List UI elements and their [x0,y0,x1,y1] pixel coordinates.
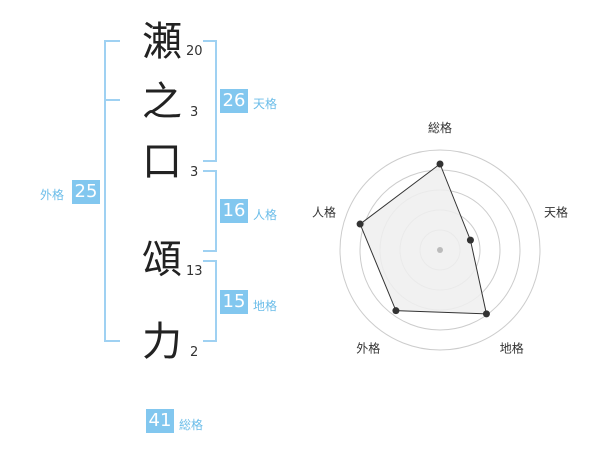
stroke-count-4: 13 [186,264,203,279]
tenkaku-score-box: 26 [220,89,248,113]
jinkaku-bracket [203,170,217,252]
tenkaku-label: 天格 [253,97,278,111]
radar-center [437,247,443,253]
radar-point-1 [466,236,474,244]
kanji-5: 力 [142,319,182,365]
radar-point-4 [356,220,364,228]
radar-axis-label-4: 人格 [312,204,336,219]
kanji-3: 口 [142,139,182,185]
radar-ring-5 [339,149,541,351]
jinkaku-score-box: 16 [220,199,248,223]
radar-point-3 [392,307,400,315]
gaikaku-bracket-tick [104,99,120,101]
radar-axis-label-1: 天格 [544,204,568,219]
kanji-2: 之 [142,79,182,125]
radar-point-2 [482,310,490,318]
chikaku-score-box: 15 [220,290,248,314]
radar-point-0 [436,160,444,168]
gaikaku-score-box: 25 [72,180,100,204]
tenkaku-bracket [203,40,217,162]
radar-data-polygon [359,163,488,315]
kanji-1: 瀬 [142,19,182,65]
stroke-count-5: 2 [190,345,199,360]
soukaku-score-box: 41 [146,409,174,433]
chikaku-bracket [203,260,217,342]
stroke-count-2: 3 [190,105,199,120]
radar-axis-label-3: 外格 [356,341,380,356]
chikaku-label: 地格 [253,299,278,313]
radar-axis-label-2: 地格 [500,341,524,356]
soukaku-label: 総格 [179,418,204,432]
kanji-4: 頌 [142,237,182,283]
jinkaku-label: 人格 [253,208,278,222]
radar-axis-label-0: 総格 [428,120,452,135]
gaikaku-bracket [104,40,120,342]
stroke-count-3: 3 [190,165,199,180]
gaikaku-label: 外格 [40,188,65,202]
stroke-count-1: 20 [186,44,203,59]
